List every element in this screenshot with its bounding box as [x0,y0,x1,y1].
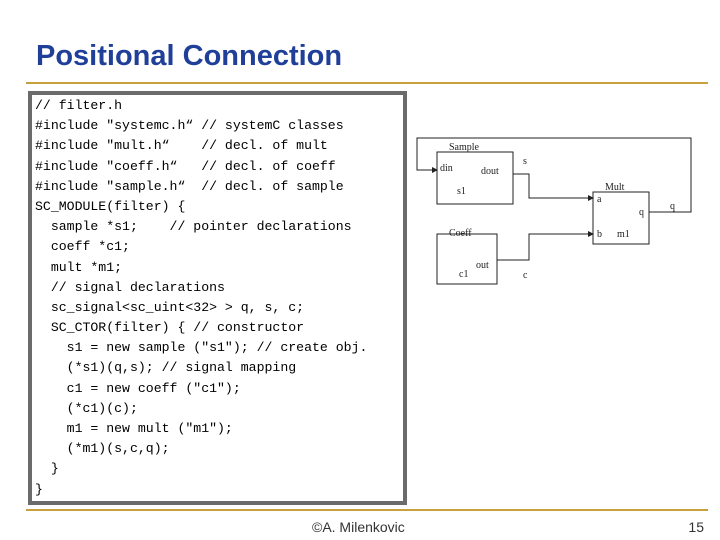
sample-port-dout: dout [481,166,499,177]
mult-block [592,191,650,245]
signal-c-wire [497,231,594,261]
code-line: SC_MODULE(filter) { [35,198,186,214]
code-line: #include "sample.h“ // decl. of sample [35,178,344,194]
code-line: (*c1)(c); [35,400,138,416]
code-line: coeff *c1; [35,239,130,255]
code-line: SC_CTOR(filter) { // constructor [35,320,305,336]
coeff-port-out: out [476,260,489,271]
filter-block-diagram: Sample din dout s1 Coeff out c1 Mult a q… [416,137,692,285]
code-line: #include "mult.h“ // decl. of mult [35,138,328,154]
mult-port-b: b [597,229,602,240]
mult-block-name: Mult [605,182,625,193]
page-title: Positional Connection [36,40,343,72]
signal-s-wire [513,173,594,201]
sample-block [436,151,514,205]
footer-divider [26,509,708,511]
sample-block-name: Sample [449,142,480,153]
coeff-instance-label: c1 [459,269,468,280]
mult-instance-label: m1 [617,229,630,240]
signal-c-label: c [523,270,528,281]
signal-q-label: q [670,201,675,212]
mult-port-q: q [639,207,644,218]
signal-s-label: s [523,156,527,167]
page-number: 15 [688,519,704,535]
sample-port-din: din [440,163,453,174]
code-line: } [35,481,43,497]
footer-author: ©A. Milenkovic [312,519,405,535]
code-line: s1 = new sample ("s1"); // create obj. [35,340,368,356]
code-line: sc_signal<sc_uint<32> > q, s, c; [35,299,305,315]
mult-port-a: a [597,194,602,205]
code-line: mult *m1; [35,259,123,275]
code-line: (*s1)(q,s); // signal mapping [35,360,297,376]
code-line: // filter.h [35,98,123,113]
title-divider [26,82,708,84]
code-line: m1 = new mult ("m1"); [35,421,233,436]
code-panel [28,91,407,505]
code-line: #include "coeff.h“ // decl. of coeff [35,158,336,174]
code-listing: // filter.h #include "systemc.h“ // syste… [35,96,367,500]
code-line: // signal declarations [35,279,225,295]
code-line: sample *s1; // pointer declarations [35,219,352,235]
code-line: c1 = new coeff ("c1"); [35,380,241,396]
code-line: (*m1)(s,c,q); [35,441,170,457]
signal-q-wire [416,137,692,213]
code-line: } [35,461,59,477]
code-line: #include "systemc.h“ // systemC classes [35,118,344,134]
sample-instance-label: s1 [457,186,466,197]
coeff-block [436,233,498,285]
coeff-block-name: Coeff [449,228,472,239]
